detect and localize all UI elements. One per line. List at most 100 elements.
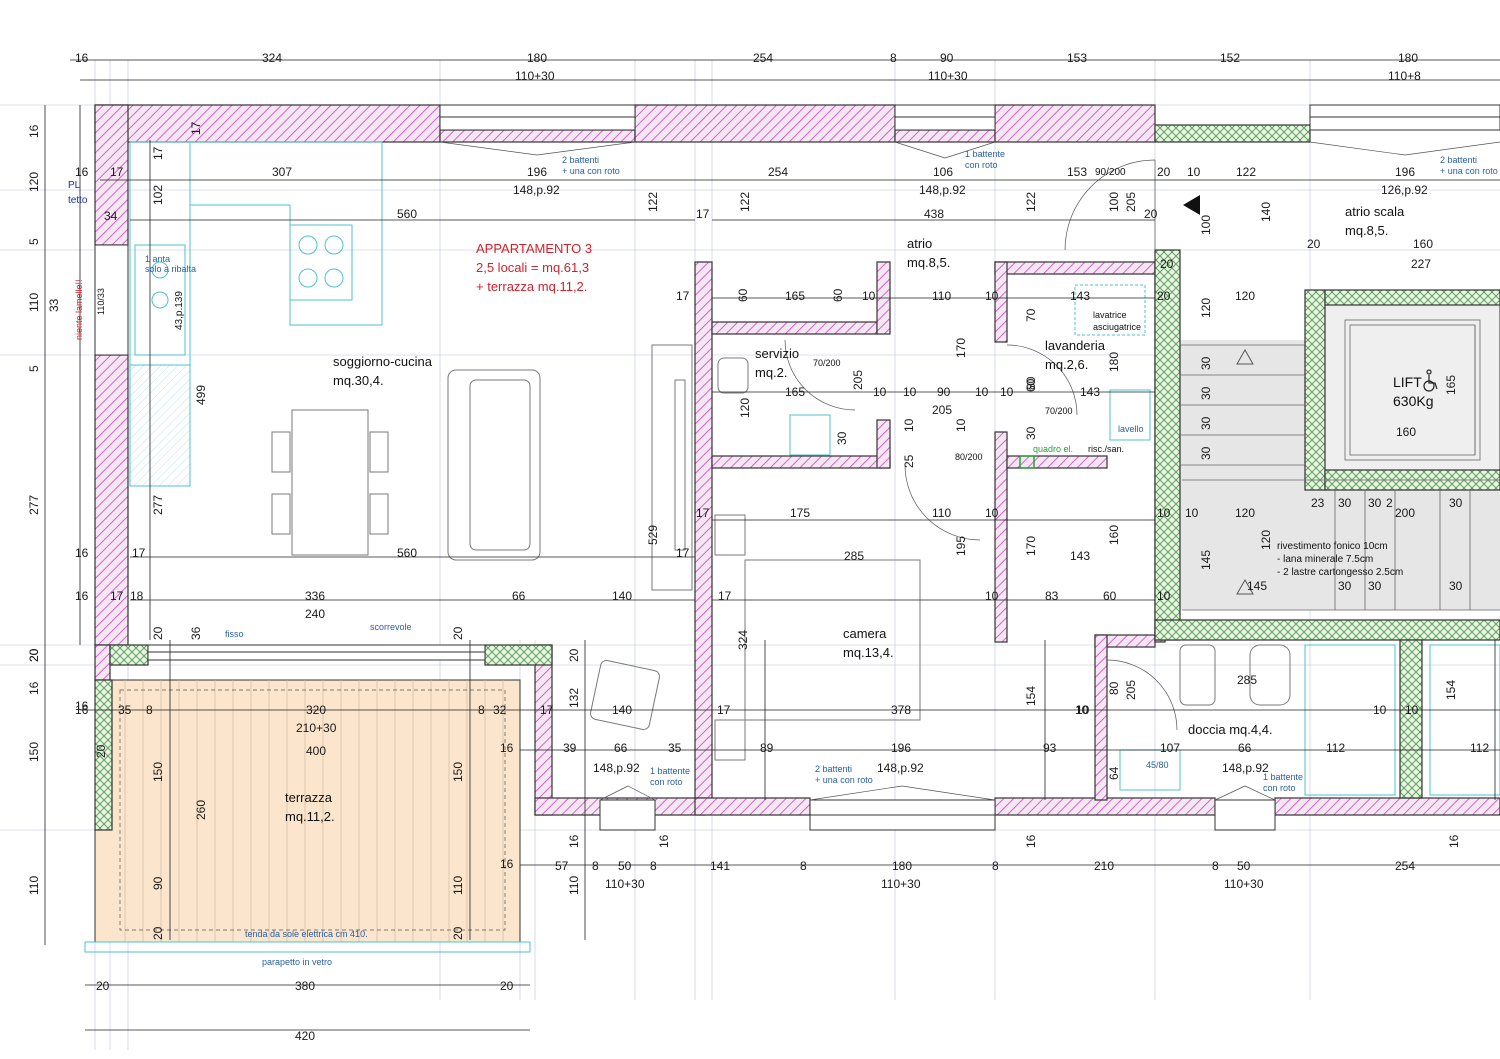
svg-text:110: 110 <box>27 876 41 895</box>
walls-green <box>94 124 1500 831</box>
svg-text:30: 30 <box>1449 496 1463 510</box>
svg-text:2 battenti: 2 battenti <box>562 155 599 165</box>
svg-text:8: 8 <box>592 859 599 873</box>
svg-text:132: 132 <box>567 688 581 708</box>
svg-text:lavello: lavello <box>1118 424 1144 434</box>
svg-text:18: 18 <box>130 589 144 603</box>
svg-text:126,p.92: 126,p.92 <box>1381 183 1428 197</box>
svg-text:170: 170 <box>1024 536 1038 556</box>
svg-text:2: 2 <box>1386 496 1393 510</box>
svg-text:148,p.92: 148,p.92 <box>593 761 640 775</box>
svg-text:70: 70 <box>1024 308 1038 322</box>
room-atrio-scala: atrio scala <box>1345 204 1405 219</box>
svg-text:10: 10 <box>954 418 968 432</box>
svg-text:1 battente: 1 battente <box>1263 772 1303 782</box>
svg-text:17: 17 <box>696 207 710 221</box>
svg-text:254: 254 <box>1395 859 1415 873</box>
svg-text:50: 50 <box>618 859 632 873</box>
svg-text:196: 196 <box>1395 165 1415 179</box>
svg-text:10: 10 <box>985 589 999 603</box>
svg-text:16: 16 <box>27 681 41 695</box>
svg-text:17: 17 <box>676 289 690 303</box>
svg-text:16: 16 <box>75 51 89 65</box>
svg-text:196: 196 <box>891 741 911 755</box>
svg-text:324: 324 <box>736 630 750 650</box>
svg-text:145: 145 <box>1247 579 1267 593</box>
svg-text:110+30: 110+30 <box>1224 877 1264 891</box>
svg-text:57: 57 <box>555 859 569 873</box>
svg-text:10: 10 <box>1076 703 1090 717</box>
svg-text:30: 30 <box>1368 579 1382 593</box>
svg-text:+ una con roto: + una con roto <box>815 775 873 785</box>
svg-text:niente lamelle!!: niente lamelle!! <box>74 279 84 340</box>
furniture <box>271 284 1500 796</box>
svg-text:90: 90 <box>937 385 951 399</box>
lift-capacity: 630Kg <box>1393 393 1433 409</box>
svg-text:- 2 lastre cartongesso 2.5cm: - 2 lastre cartongesso 2.5cm <box>1277 567 1403 578</box>
svg-text:8: 8 <box>992 859 999 873</box>
svg-text:140: 140 <box>1259 202 1273 222</box>
svg-text:285: 285 <box>844 549 864 563</box>
stair-arrow-icon <box>1183 195 1200 215</box>
low-dimension-labels: 175 110 10 10 120 285 143 10 145 23 30 3… <box>790 496 1463 593</box>
room-atrio-area: mq.8,5. <box>907 255 950 270</box>
svg-text:45/80: 45/80 <box>1146 760 1169 770</box>
svg-text:205: 205 <box>1124 680 1138 700</box>
svg-text:10: 10 <box>862 289 876 303</box>
svg-text:con roto: con roto <box>650 777 683 787</box>
svg-text:153: 153 <box>1067 165 1087 179</box>
svg-text:10: 10 <box>1157 589 1171 603</box>
svg-text:con roto: con roto <box>965 160 998 170</box>
svg-text:5: 5 <box>27 238 41 245</box>
svg-text:- lana minerale 7.5cm: - lana minerale 7.5cm <box>1277 554 1373 565</box>
svg-text:152: 152 <box>1220 51 1240 65</box>
svg-text:107: 107 <box>1160 741 1180 755</box>
svg-text:20: 20 <box>151 626 165 640</box>
svg-text:324: 324 <box>262 51 282 65</box>
svg-text:1 battente: 1 battente <box>965 149 1005 159</box>
svg-text:160: 160 <box>1413 237 1433 251</box>
svg-text:+ una con roto: + una con roto <box>1440 166 1498 176</box>
svg-text:110: 110 <box>451 876 465 895</box>
svg-text:120: 120 <box>1235 289 1255 303</box>
room-camera-area: mq.13,4. <box>843 645 894 660</box>
apartment-size: 2,5 locali = mq.61,3 <box>476 260 589 275</box>
svg-text:180: 180 <box>1107 352 1121 372</box>
svg-text:112: 112 <box>1326 741 1345 755</box>
svg-text:195: 195 <box>954 536 968 556</box>
svg-text:120: 120 <box>1199 298 1213 318</box>
svg-text:307: 307 <box>272 165 292 179</box>
svg-text:110+30: 110+30 <box>928 69 968 83</box>
svg-text:180: 180 <box>892 859 912 873</box>
svg-text:120: 120 <box>738 398 752 418</box>
windows <box>94 104 1500 831</box>
svg-text:30: 30 <box>1449 579 1463 593</box>
svg-text:10: 10 <box>903 385 917 399</box>
svg-text:112: 112 <box>1470 741 1489 755</box>
svg-text:16: 16 <box>500 741 514 755</box>
svg-text:16: 16 <box>75 703 89 717</box>
svg-text:10: 10 <box>873 385 887 399</box>
balcony-dimension-labels: 16 17 18 336 240 66 140 10 83 60 10 285 … <box>27 589 1257 687</box>
room-atrio: atrio <box>907 236 932 251</box>
svg-text:90/200: 90/200 <box>1095 167 1126 178</box>
svg-text:10: 10 <box>902 418 916 432</box>
svg-text:499: 499 <box>194 385 208 405</box>
svg-text:196: 196 <box>527 165 547 179</box>
svg-text:170: 170 <box>954 338 968 358</box>
svg-text:8: 8 <box>1212 859 1219 873</box>
svg-text:10: 10 <box>1187 165 1201 179</box>
svg-text:30: 30 <box>1024 426 1038 440</box>
row2-dimension-labels: 16 307 196 148,p.92 254 106 148,p.92 153… <box>75 165 1428 197</box>
svg-text:60: 60 <box>1103 589 1117 603</box>
svg-text:110: 110 <box>932 289 951 303</box>
svg-text:10: 10 <box>1075 703 1089 717</box>
svg-text:30: 30 <box>835 431 849 445</box>
bottom-row-dimension-labels: 16 35 8 320 210+30 400 8 32 16 17 39 66 … <box>75 630 1489 780</box>
svg-text:17: 17 <box>696 506 710 520</box>
svg-text:quadro el.: quadro el. <box>1033 444 1073 454</box>
svg-text:175: 175 <box>790 506 810 520</box>
svg-text:66: 66 <box>512 589 526 603</box>
svg-text:66: 66 <box>614 741 628 755</box>
svg-text:120: 120 <box>1235 506 1255 520</box>
